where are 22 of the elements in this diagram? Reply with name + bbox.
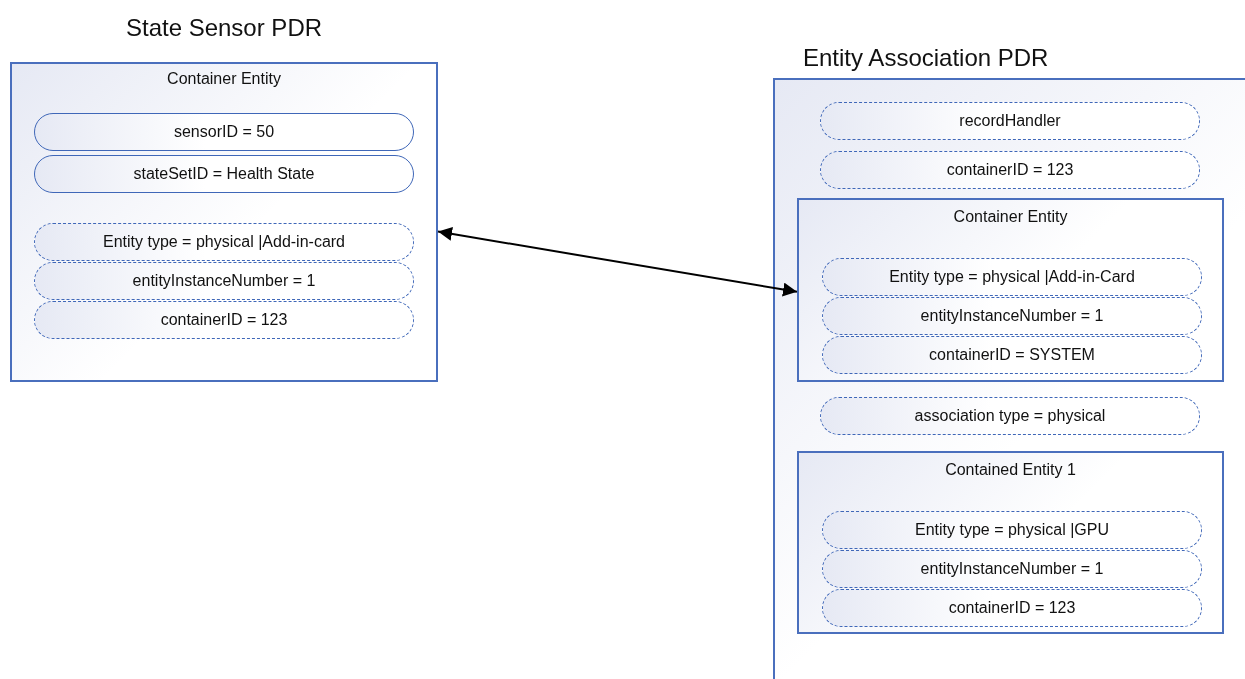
section-title: Contained Entity 1 <box>944 461 1077 479</box>
panel-heading: State Sensor PDR <box>124 14 324 42</box>
group-frame <box>797 451 1224 634</box>
group-frame <box>797 198 1224 382</box>
attribute-pill: stateSetID = Health State <box>34 155 414 193</box>
attribute-pill: containerID = 123 <box>822 589 1202 627</box>
attribute-pill: containerID = SYSTEM <box>822 336 1202 374</box>
attribute-pill: entityInstanceNumber = 1 <box>822 550 1202 588</box>
double-arrow <box>437 227 798 297</box>
section-title: Container Entity <box>952 208 1069 226</box>
attribute-pill: sensorID = 50 <box>34 113 414 151</box>
section-title: Container Entity <box>166 70 282 88</box>
attribute-pill: Entity type = physical |Add-in-card <box>34 223 414 261</box>
attribute-pill: containerID = 123 <box>820 151 1200 189</box>
attribute-pill: containerID = 123 <box>34 301 414 339</box>
attribute-pill: Entity type = physical |GPU <box>822 511 1202 549</box>
attribute-pill: association type = physical <box>820 397 1200 435</box>
attribute-pill: entityInstanceNumber = 1 <box>822 297 1202 335</box>
attribute-pill: recordHandler <box>820 102 1200 140</box>
attribute-pill: entityInstanceNumber = 1 <box>34 262 414 300</box>
panel-heading: Entity Association PDR <box>803 44 1049 72</box>
attribute-pill: Entity type = physical |Add-in-Card <box>822 258 1202 296</box>
